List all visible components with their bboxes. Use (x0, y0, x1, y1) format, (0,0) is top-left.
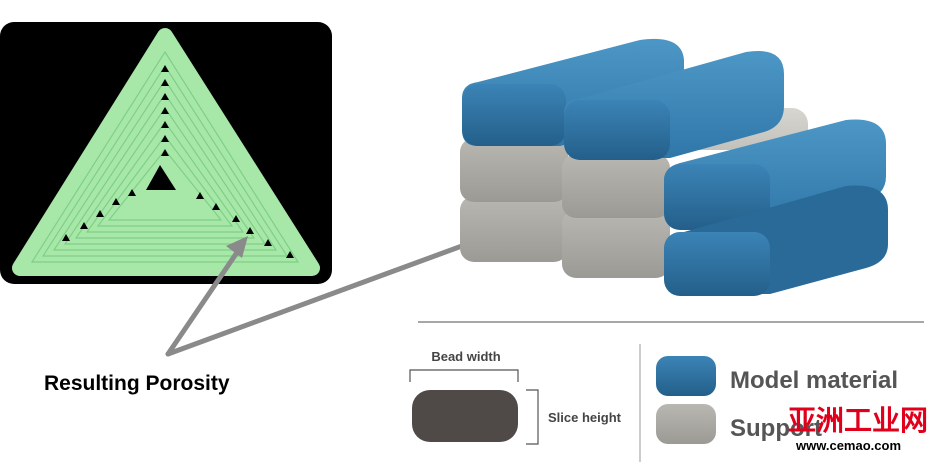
porosity-caption: Resulting Porosity (44, 372, 230, 395)
material-legend: Model material Support (656, 356, 898, 444)
model-bead-front (462, 84, 566, 146)
model-bead-front (664, 232, 770, 296)
bead-width-bracket (409, 369, 519, 382)
bead-stack (460, 38, 888, 296)
support-label: Support (730, 415, 822, 442)
watermark-brand: 亚洲工业网 (788, 405, 928, 436)
support-bead (460, 196, 568, 262)
bead-width-label: Bead width (431, 349, 500, 364)
model-bead-front (564, 100, 670, 160)
support-bead (562, 154, 670, 218)
bead-dimension-legend: Bead width Slice height (409, 349, 622, 445)
support-swatch (656, 404, 716, 444)
center-void (146, 165, 176, 190)
support-bead (460, 138, 568, 202)
bead-cross-section (412, 390, 518, 442)
model-material-label: Model material (730, 367, 898, 394)
arrow-head-layer (226, 236, 248, 258)
model-bead-front (664, 164, 770, 230)
slice-height-label: Slice height (548, 410, 622, 425)
model-material-swatch (656, 356, 716, 396)
watermark-url: www.cemao.com (795, 438, 901, 453)
watermark: 亚洲工业网 www.cemao.com (788, 405, 928, 453)
arrow-to-layer (165, 245, 243, 357)
porosity-voids (62, 65, 294, 258)
slice-height-bracket (526, 389, 539, 445)
support-bead (562, 210, 670, 278)
raster-lines (30, 50, 300, 263)
layer-photo (0, 22, 332, 284)
